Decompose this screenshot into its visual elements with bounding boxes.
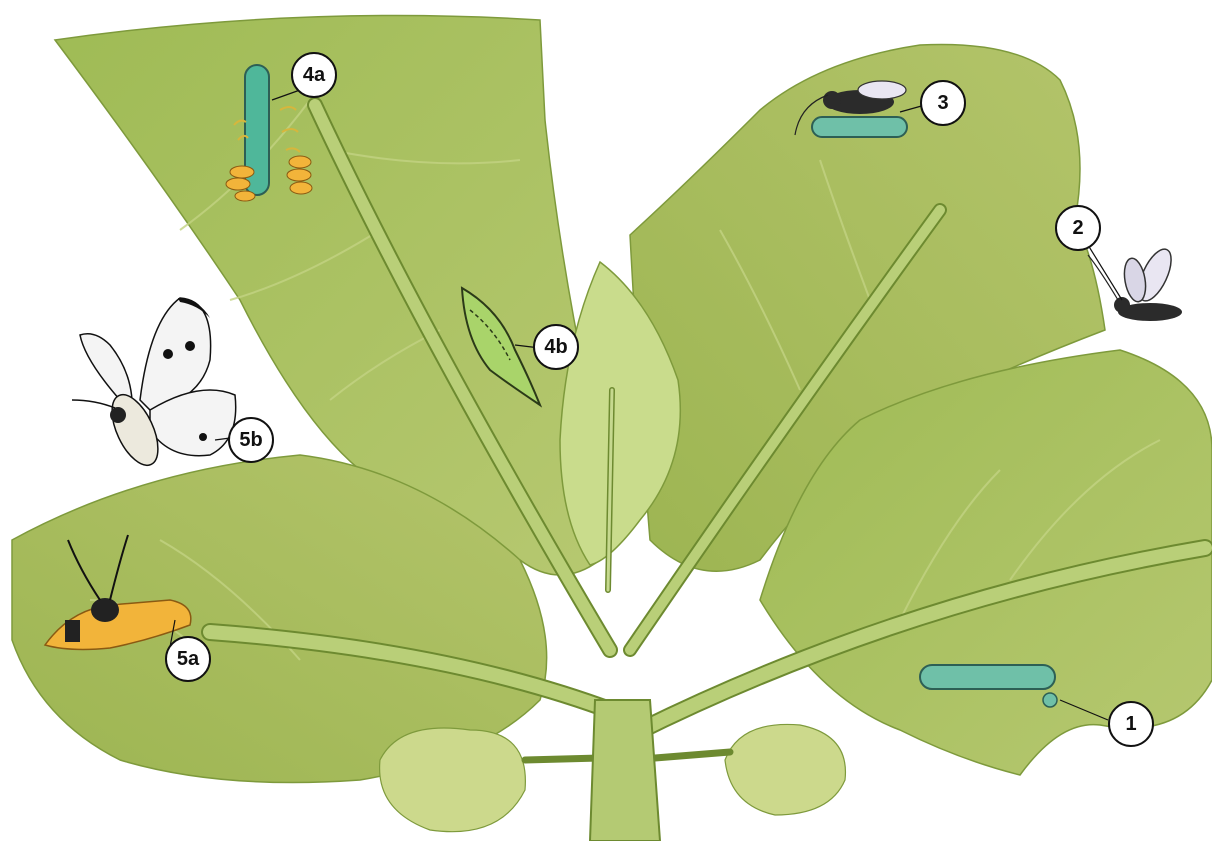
leaf-bottom-right-small	[725, 724, 845, 815]
label-stage-1: 1	[1108, 701, 1154, 747]
plant-trunk	[590, 700, 660, 841]
cabbage-white-butterfly	[72, 298, 236, 472]
label-stage-3: 3	[920, 80, 966, 126]
leaf-bottom-left-small	[380, 728, 526, 832]
label-stage-5a: 5a	[165, 636, 211, 682]
label-stage-4b: 4b	[533, 324, 579, 370]
label-stage-5b: 5b	[228, 417, 274, 463]
label-stage-4a: 4a	[291, 52, 337, 98]
label-stage-2: 2	[1055, 205, 1101, 251]
